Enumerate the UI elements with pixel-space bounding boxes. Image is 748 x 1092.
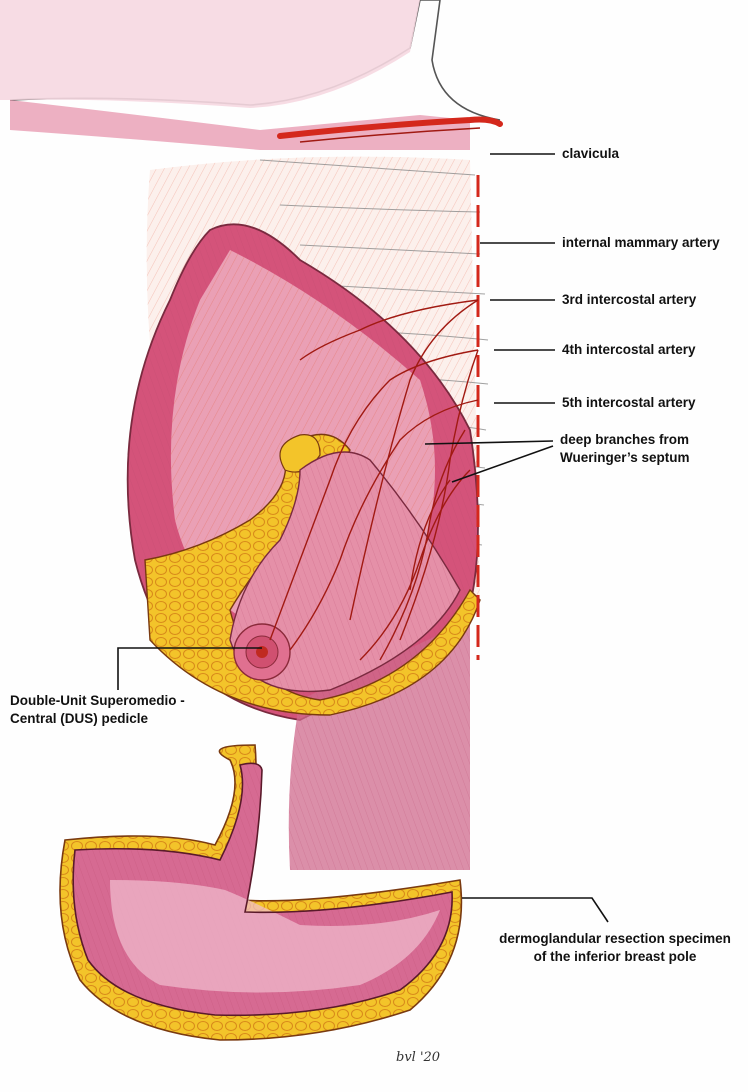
label-deep-branches: deep branches from Wueringer’s septum (560, 431, 690, 467)
leader-lines (117, 153, 609, 923)
resection-specimen (59, 744, 463, 1041)
clavicle-artery (277, 116, 503, 143)
label-5th-intercostal-artery: 5th intercostal artery (562, 395, 696, 410)
label-3rd-intercostal-artery: 3rd intercostal artery (562, 292, 697, 307)
dus-pedicle (229, 451, 461, 693)
label-dus-pedicle: Double-Unit Superomedio - Central (DUS) … (10, 692, 185, 728)
label-internal-mammary-artery: internal mammary artery (562, 235, 720, 250)
perforator-branches (269, 299, 479, 661)
label-specimen-line2: of the inferior breast pole (533, 949, 697, 964)
label-deep-branches-line2: Wueringer’s septum (560, 450, 690, 465)
label-deep-branches-line1: deep branches from (560, 432, 690, 447)
leader-deep-branch-1 (424, 440, 554, 445)
label-dus-line2: Central (DUS) pedicle (10, 711, 149, 726)
artist-signature: bvl '20 (396, 1050, 441, 1065)
chest-wall-exposed (288, 620, 470, 870)
label-clavicula: clavicula (562, 146, 620, 161)
neck-shoulder (0, 0, 501, 150)
leader-deep-branch-2 (451, 445, 554, 483)
leader-dus (117, 647, 262, 690)
label-4th-intercostal-artery: 4th intercostal artery (562, 342, 696, 357)
leader-specimen (462, 897, 609, 923)
label-specimen-line1: dermoglandular resection specimen (499, 931, 731, 946)
label-resection-specimen: dermoglandular resection specimen of the… (490, 930, 740, 966)
label-dus-line1: Double-Unit Superomedio - (10, 693, 185, 708)
